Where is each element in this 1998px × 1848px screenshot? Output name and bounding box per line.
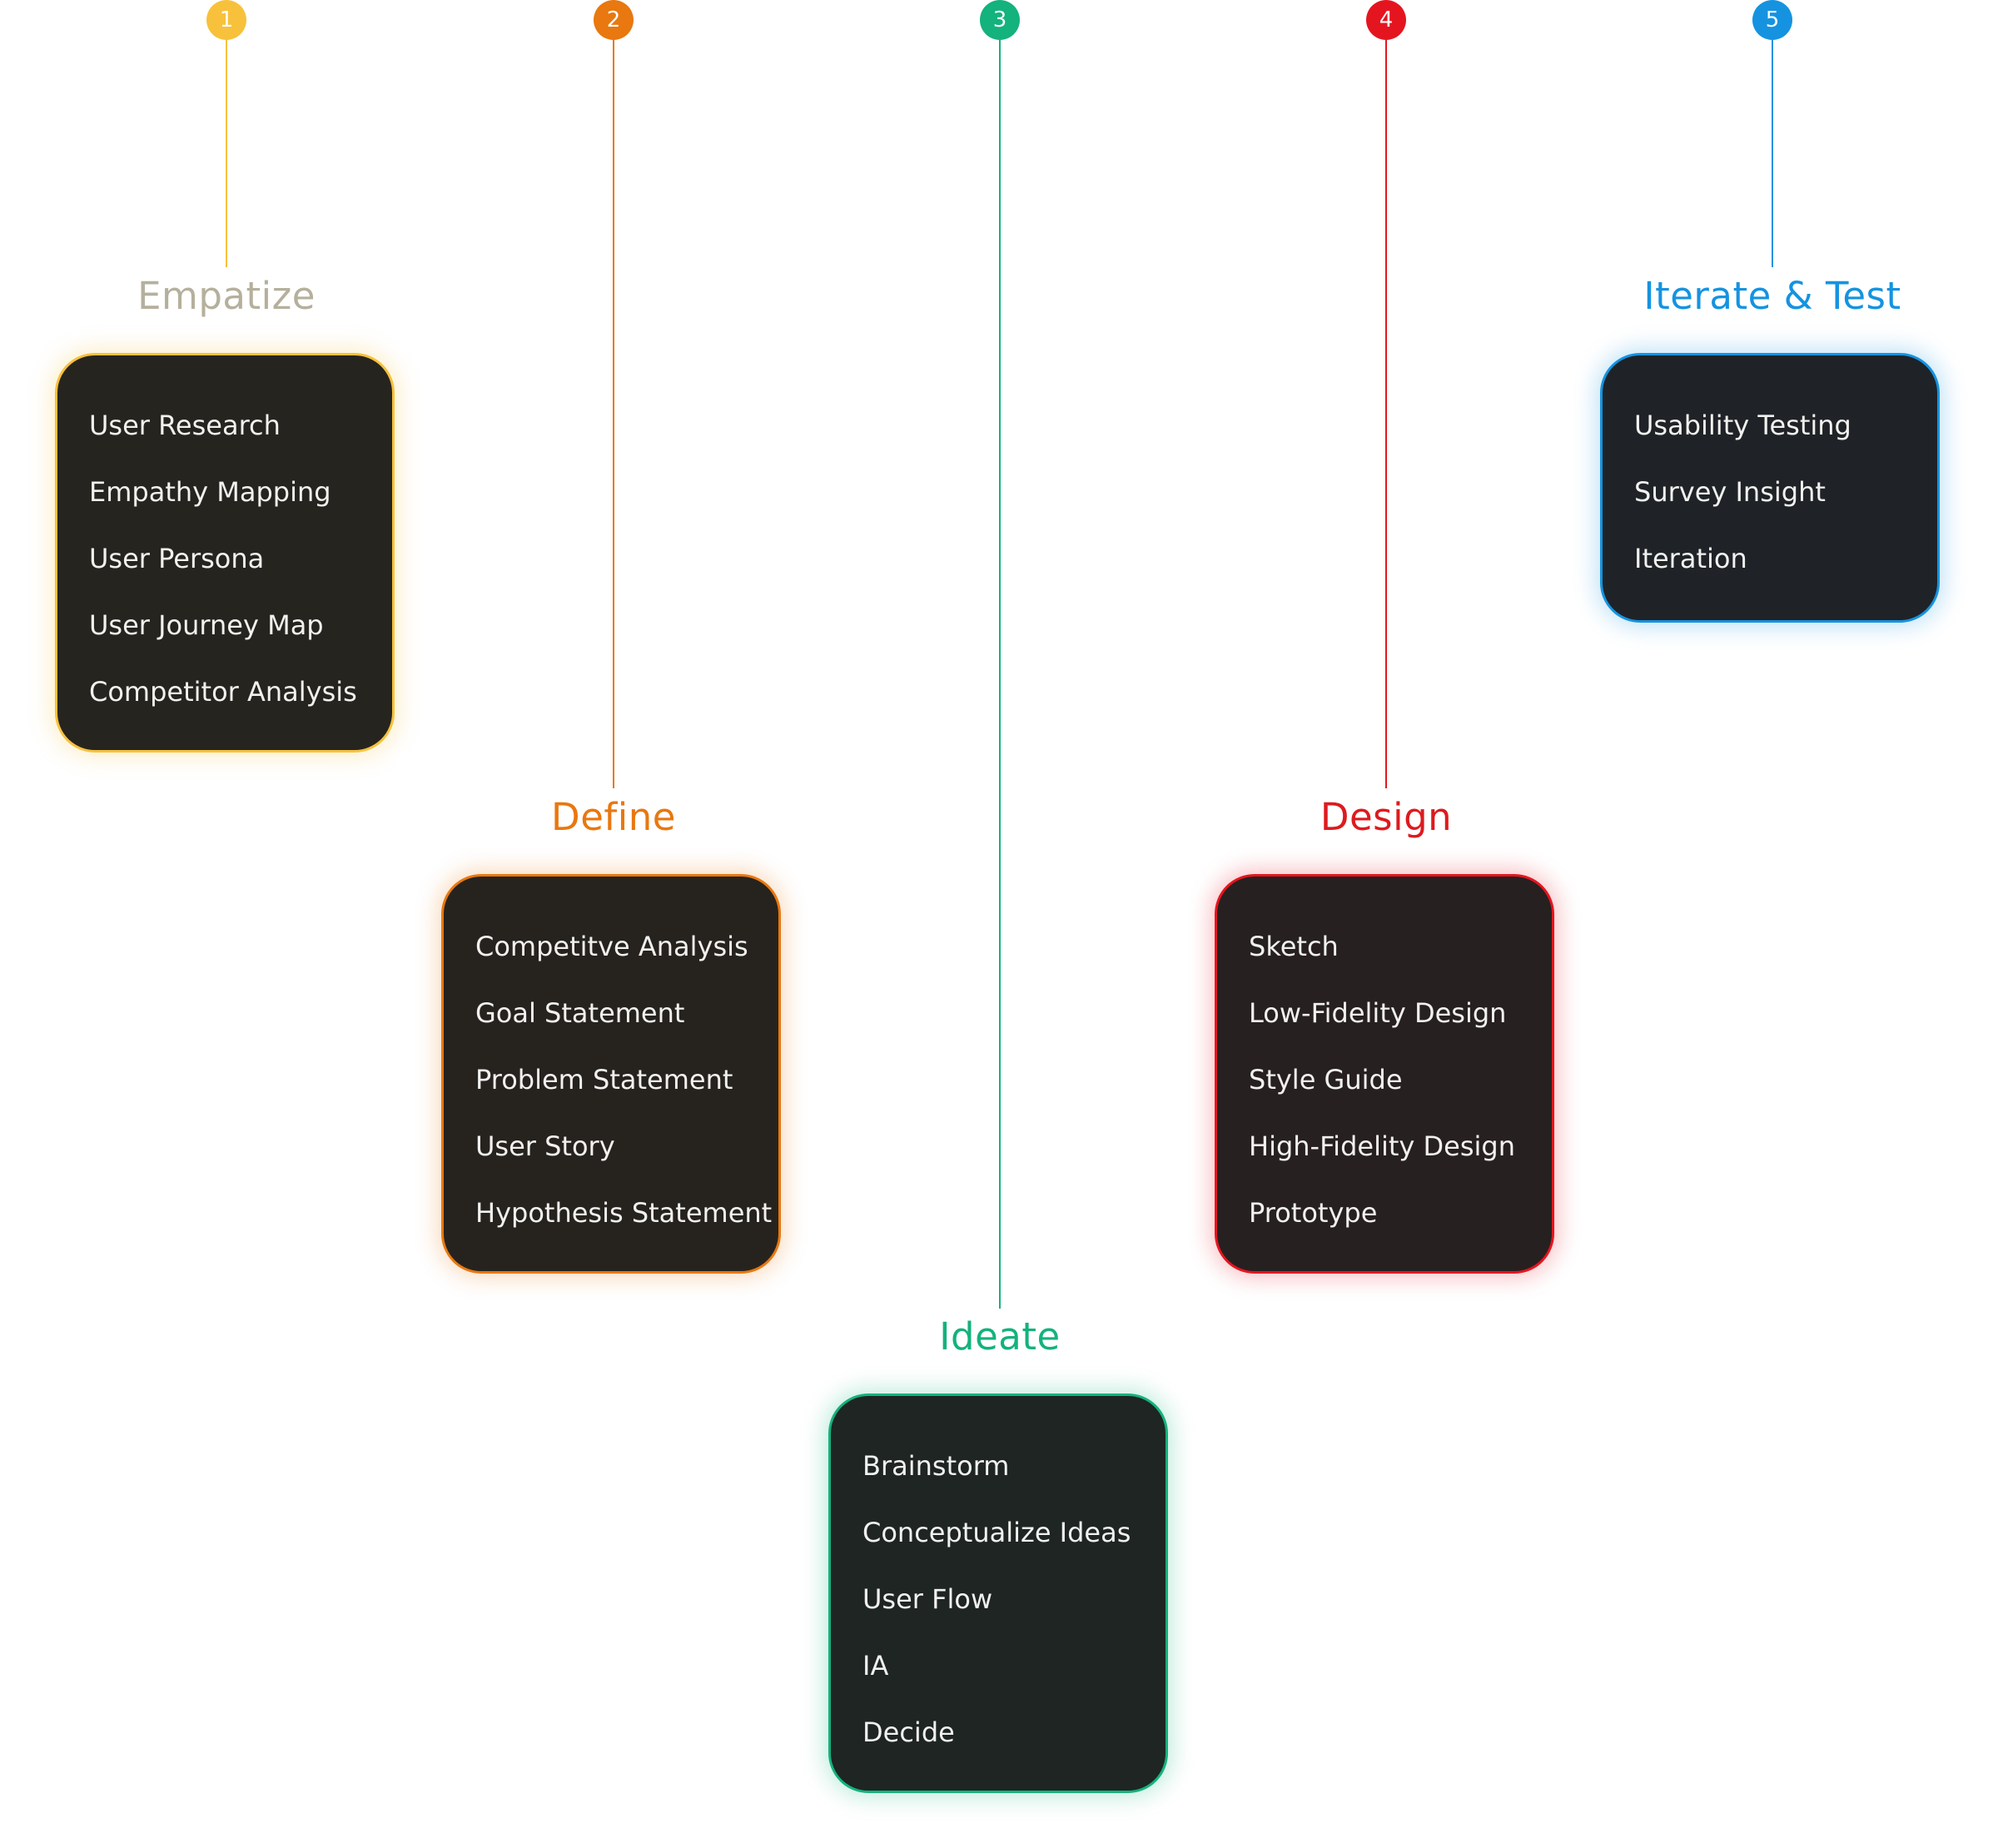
- step-card-define: Competitve Analysis Goal Statement Probl…: [441, 874, 781, 1274]
- list-item: Empathy Mapping: [89, 476, 331, 508]
- step-card-iterate-test: Usability Testing Survey Insight Iterati…: [1600, 353, 1940, 623]
- connector-line-1: [226, 40, 227, 267]
- list-item: User Persona: [89, 543, 265, 574]
- connector-line-2: [613, 40, 614, 788]
- connector-line-4: [1385, 40, 1387, 788]
- step-number-badge-3: 3: [980, 0, 1020, 40]
- list-item: Hypothesis Statement: [475, 1197, 773, 1229]
- step-title-iterate-test: Iterate & Test: [1643, 274, 1901, 318]
- step-number-badge-1: 1: [206, 0, 246, 40]
- list-item: Style Guide: [1249, 1064, 1403, 1095]
- list-item: IA: [862, 1650, 889, 1682]
- list-item: Survey Insight: [1634, 476, 1826, 508]
- list-item: Prototype: [1249, 1197, 1378, 1229]
- step-title-design: Design: [1320, 795, 1453, 839]
- list-item: User Research: [89, 410, 281, 441]
- list-item: User Journey Map: [89, 609, 324, 641]
- list-item: High-Fidelity Design: [1249, 1130, 1515, 1162]
- list-item: Brainstorm: [862, 1450, 1010, 1482]
- step-number-badge-5: 5: [1752, 0, 1792, 40]
- connector-line-5: [1772, 40, 1773, 267]
- list-item: Goal Statement: [475, 997, 685, 1029]
- list-item: User Flow: [862, 1583, 993, 1615]
- step-card-empatize: User Research Empathy Mapping User Perso…: [55, 353, 395, 753]
- step-card-ideate: Brainstorm Conceptualize Ideas User Flow…: [828, 1393, 1168, 1793]
- list-item: User Story: [475, 1130, 615, 1162]
- list-item: Low-Fidelity Design: [1249, 997, 1507, 1029]
- connector-line-3: [999, 40, 1001, 1309]
- list-item: Usability Testing: [1634, 410, 1851, 441]
- step-title-define: Define: [551, 795, 676, 839]
- list-item: Iteration: [1634, 543, 1747, 574]
- step-number-badge-4: 4: [1366, 0, 1406, 40]
- list-item: Problem Statement: [475, 1064, 733, 1095]
- list-item: Decide: [862, 1716, 955, 1748]
- list-item: Sketch: [1249, 931, 1339, 962]
- step-number-badge-2: 2: [594, 0, 634, 40]
- list-item: Conceptualize Ideas: [862, 1517, 1131, 1548]
- list-item: Competitve Analysis: [475, 931, 748, 962]
- step-title-ideate: Ideate: [939, 1314, 1061, 1359]
- step-title-empatize: Empatize: [137, 274, 316, 318]
- list-item: Competitor Analysis: [89, 676, 357, 708]
- step-card-design: Sketch Low-Fidelity Design Style Guide H…: [1215, 874, 1554, 1274]
